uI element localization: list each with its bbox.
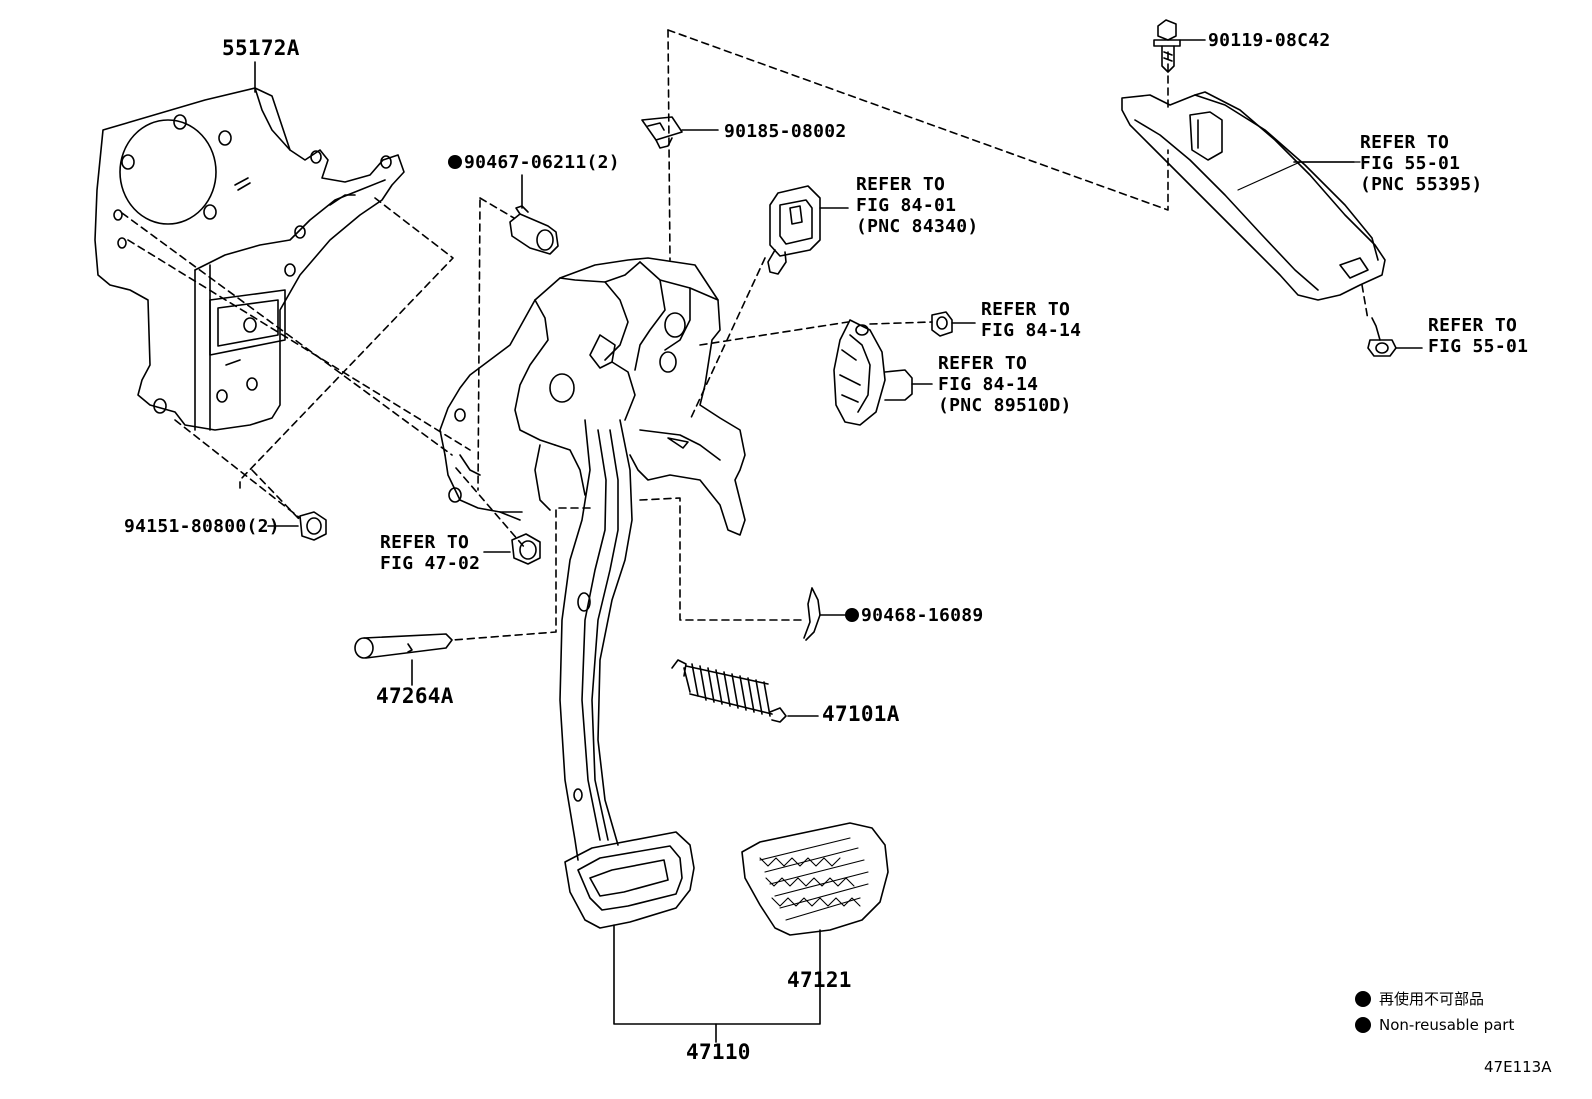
- brake-pedal-arm: [439, 257, 746, 861]
- ref-line-2: FIG 47-02: [380, 553, 481, 574]
- label-47110: 47110: [686, 1040, 751, 1064]
- label-94151: 94151-80800(2): [124, 516, 280, 537]
- figure-code: 47E113A: [1484, 1058, 1552, 1076]
- bolt-90119: [1153, 19, 1206, 73]
- label-55172a: 55172A: [222, 36, 300, 60]
- label-90468: 90468-16089: [845, 605, 984, 626]
- leader-lines-dashed: [121, 29, 1369, 641]
- ref-line-1: REFER TO: [1360, 132, 1450, 153]
- pedal-pad-frame: [564, 831, 695, 929]
- ref-line-2: FIG 55-01: [1360, 153, 1461, 174]
- legend-text-en: Non-reusable part: [1379, 1016, 1515, 1034]
- ref-line-2: FIG 55-01: [1428, 336, 1529, 357]
- label-47264a: 47264A: [376, 684, 454, 708]
- ref-line-1: REFER TO: [938, 353, 1028, 374]
- non-reusable-dot-icon: [845, 608, 859, 622]
- label-90467-text: 90467-06211(2): [464, 152, 620, 173]
- legend: 再使用不可部品 Non-reusable part: [1355, 986, 1514, 1038]
- sensor-nut: [931, 311, 976, 337]
- ref-line-1: REFER TO: [981, 299, 1071, 320]
- ref-line-2: FIG 84-14: [938, 374, 1039, 395]
- ref-line-1: REFER TO: [380, 532, 470, 553]
- ref-line-3: (PNC 55395): [1360, 174, 1483, 195]
- stop-lamp-switch: [767, 185, 849, 275]
- ref-line-2: FIG 84-14: [981, 320, 1082, 341]
- label-90468-text: 90468-16089: [861, 605, 984, 626]
- filled-circle-icon: [1355, 1017, 1371, 1033]
- label-47121: 47121: [787, 968, 852, 992]
- screw-55-01: [1367, 317, 1423, 357]
- nut-94151: [267, 511, 327, 541]
- filled-circle-icon: [1355, 991, 1371, 1007]
- cotter-clip: [803, 587, 846, 641]
- ref-line-1: REFER TO: [856, 174, 946, 195]
- legend-item-en: Non-reusable part: [1355, 1012, 1514, 1038]
- leader-lines-solid: [254, 61, 1355, 1043]
- label-90119: 90119-08C42: [1208, 30, 1331, 51]
- ref-line-1: REFER TO: [1428, 315, 1518, 336]
- legend-item-ja: 再使用不可部品: [1355, 986, 1514, 1012]
- stroke-sensor: [833, 319, 933, 426]
- ref-line-2: FIG 84-01: [856, 195, 957, 216]
- clip-90467: [509, 174, 559, 255]
- label-90185: 90185-08002: [724, 121, 847, 142]
- label-47101a: 47101A: [822, 702, 900, 726]
- pedal-support-bracket: [94, 87, 405, 431]
- return-spring: [671, 659, 819, 723]
- legend-text-ja: 再使用不可部品: [1379, 990, 1485, 1008]
- ref-line-3: (PNC 84340): [856, 216, 979, 237]
- nut-47-02: [483, 533, 541, 565]
- pedal-cover: [1121, 91, 1386, 301]
- nut-clip: [641, 116, 719, 149]
- label-90467: 90467-06211(2): [448, 152, 620, 173]
- ref-line-3: (PNC 89510D): [938, 395, 1072, 416]
- pedal-pad-47121: [741, 822, 889, 936]
- clevis-pin: [354, 633, 453, 686]
- non-reusable-dot-icon: [448, 155, 462, 169]
